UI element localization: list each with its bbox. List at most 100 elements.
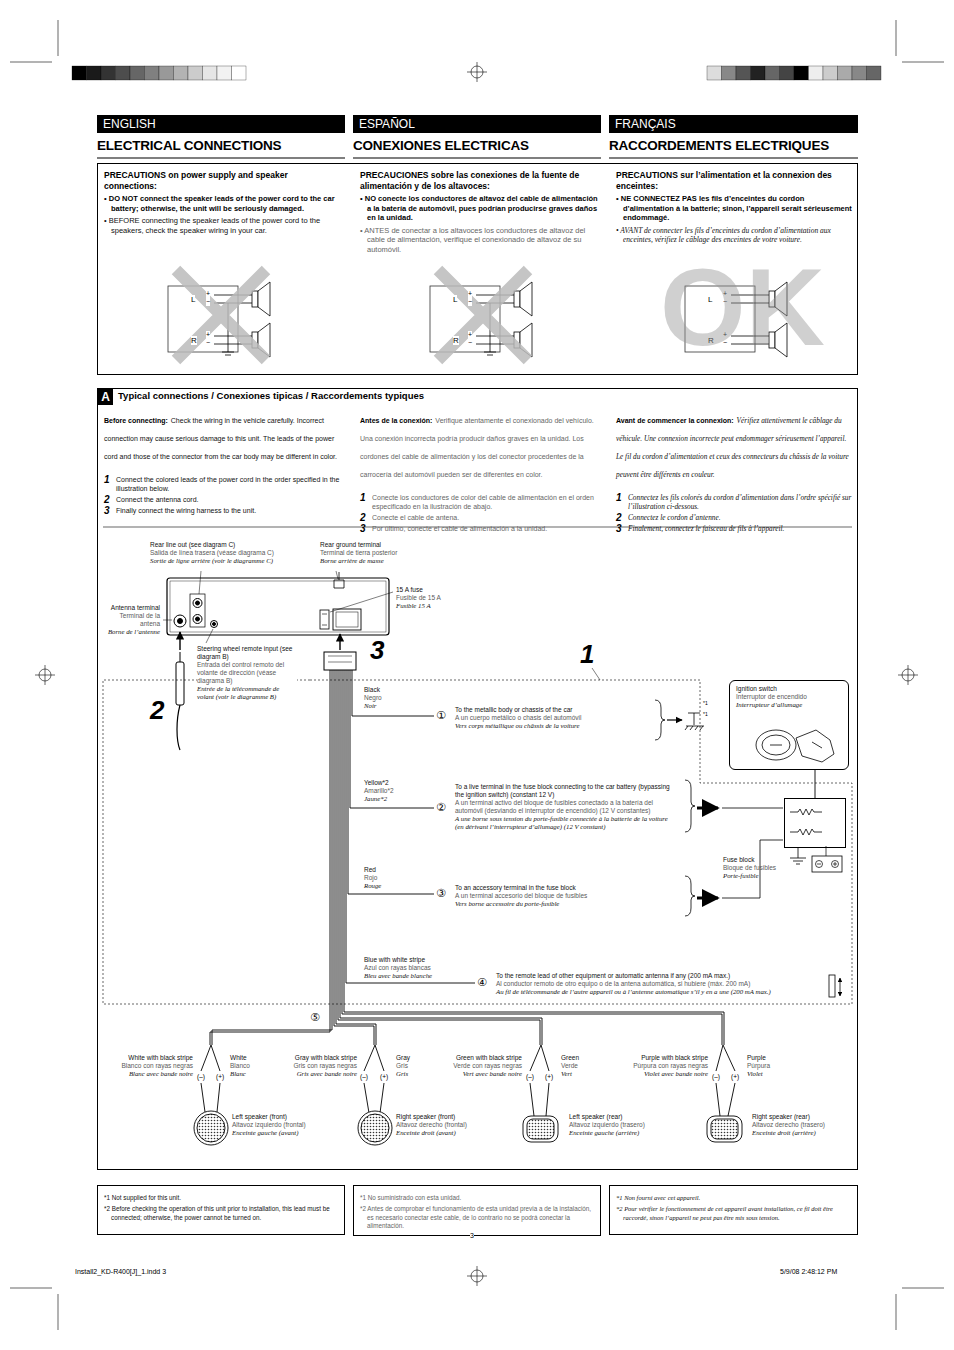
footnote-box: *1 No suministrado con esta unidad.*2 An… <box>353 1185 601 1236</box>
label-group: OK <box>660 252 860 362</box>
node-text: Interruptor de encendido <box>736 693 844 701</box>
head-unit <box>333 609 361 630</box>
head-unit <box>170 581 386 632</box>
speaker-wiring-sketch <box>514 291 520 307</box>
wire-label: Blue with white stripe <box>364 956 425 964</box>
text-item: 1Connectez les fils colorés du cordon d’… <box>616 493 852 512</box>
text-item: Antes de la conexión:Verifique atentamen… <box>360 409 600 481</box>
callout-number: ③ <box>436 888 446 900</box>
label-group: Install2_KD-R400[J]_1.indd 3 <box>75 1267 275 1276</box>
ignition-key <box>770 742 822 748</box>
label-group: ③ <box>436 888 450 900</box>
wire-label: Terminal de tierra posterior <box>320 549 397 557</box>
label-group: Right speaker (rear)Altavoz derecho (tra… <box>752 1113 862 1137</box>
harness-plug <box>324 652 356 670</box>
print-marks <box>203 66 218 80</box>
head-unit <box>320 610 329 629</box>
label-group: Left speaker (rear)Altavoz izquierdo (tr… <box>569 1113 679 1137</box>
wire <box>201 1045 220 1071</box>
wire-label: Fusible 15 A <box>396 602 431 610</box>
label-group: GreenVerdeVert <box>561 1054 601 1078</box>
print-marks <box>159 66 174 80</box>
node-text: *2 Antes de comprobar el funcionamiento … <box>367 1205 596 1230</box>
wire-label: A une borne sous tension du porte-fusibl… <box>455 815 670 831</box>
wire-label: Entrée de la télécommande de volant (voi… <box>197 685 297 701</box>
ignition-key <box>796 730 834 762</box>
label-group: (–) <box>197 1073 209 1081</box>
antenna-plug <box>176 662 184 705</box>
callout-number: ② <box>436 802 446 814</box>
wire-label: Antenna terminal <box>111 604 160 612</box>
text-item: Interrupteur d’allumage <box>736 701 844 709</box>
node-text: Verifique atentamente el conexionado del… <box>360 417 594 478</box>
label-group: ELECTRICAL CONNECTIONS <box>97 137 347 154</box>
label-group: − <box>468 298 475 306</box>
text-column: ENGLISH <box>103 117 333 131</box>
harness-plug <box>324 634 356 670</box>
fuse-connection <box>697 897 718 900</box>
label-group: WhiteBlancoBlanc <box>230 1054 270 1078</box>
text-item: Interruptor de encendido <box>736 693 844 701</box>
wire-label: Vert avec bande noire <box>463 1070 522 1078</box>
node-text: Antes de la conexión: <box>360 417 432 424</box>
fuse-connection <box>722 808 783 898</box>
node-text: Avant de commencer la connexion: <box>616 417 734 424</box>
wire-label: Violet <box>747 1070 763 1078</box>
label-group: Rear line out (see diagram C)Salida de l… <box>150 541 325 565</box>
node-text: PRECAUCIONES sobre las conexiones de la … <box>360 170 598 191</box>
print-marks <box>736 66 751 80</box>
label-group: To an accessory terminal in the fuse blo… <box>455 884 655 908</box>
wire-label: Rouge <box>364 882 381 890</box>
wire <box>212 670 332 1045</box>
wire-label: Borne de l’antenne <box>108 628 160 636</box>
label-group: GrayGrisGris <box>396 1054 436 1078</box>
label-group: + <box>206 290 213 298</box>
print-marks <box>130 66 145 80</box>
text-column: Avant de commencer la connexion:Vérifiez… <box>616 409 852 534</box>
node-text: 3 <box>360 524 372 534</box>
node-text: ESPAÑOL <box>359 117 589 131</box>
speaker <box>707 1116 742 1142</box>
wire-label: Altavoz izquierdo (frontal) <box>232 1121 306 1129</box>
text-item: Fuse block <box>723 856 803 864</box>
head-unit <box>193 599 202 608</box>
speaker-wiring-sketch <box>490 344 491 352</box>
text-column: PRECAUTIONS sur l’alimentation et la con… <box>616 170 852 245</box>
wire-label: Gris con rayas negras <box>293 1062 357 1070</box>
node-text: Connect the antenna cord. <box>116 495 199 504</box>
speaker-wiring-sketch <box>228 344 229 352</box>
polarity-mark: − <box>468 298 472 306</box>
wire-label: Terminal de la antena <box>98 612 160 628</box>
fuse-connection <box>812 856 842 872</box>
polarity-mark: (+) <box>216 1073 224 1081</box>
wire-label: Gris <box>396 1062 408 1070</box>
node-text: Connectez le cordon d’antenne. <box>628 513 721 522</box>
wire <box>364 1045 384 1071</box>
node-text: Before connecting: <box>104 417 168 424</box>
antenna-plug <box>177 705 180 750</box>
wire <box>348 670 434 894</box>
cross-mark <box>176 270 266 360</box>
harness-plug <box>339 634 340 650</box>
speaker <box>194 1111 228 1145</box>
wire-label: Left speaker (front) <box>232 1113 287 1121</box>
channel-letter: L <box>191 295 195 304</box>
node-text: • NO conecte los conductores de altavoz … <box>367 194 598 223</box>
node-text: • ANTES de conectar a los altavoces los … <box>367 226 598 255</box>
text-item: PRECAUTIONS on power supply and speaker … <box>104 170 342 191</box>
text-item: 1Connect the colored leads of the power … <box>104 475 344 494</box>
wire-label: Right speaker (rear) <box>752 1113 810 1121</box>
crop-marks <box>10 20 944 1330</box>
text-column: Antes de la conexión:Verifique atentamen… <box>360 409 600 534</box>
wire-label: Rear ground terminal <box>320 541 381 549</box>
node-text: Porte-fusible <box>723 872 803 880</box>
head-unit <box>211 621 218 628</box>
polarity-mark: − <box>468 339 472 347</box>
node-text: A <box>98 390 113 404</box>
wire-label: Amarillo*2 <box>364 787 394 795</box>
title-rule <box>97 157 858 158</box>
wire-label: Green <box>561 1054 579 1062</box>
speaker-wiring-sketch <box>252 291 258 307</box>
speaker-wiring-sketch <box>168 270 270 360</box>
